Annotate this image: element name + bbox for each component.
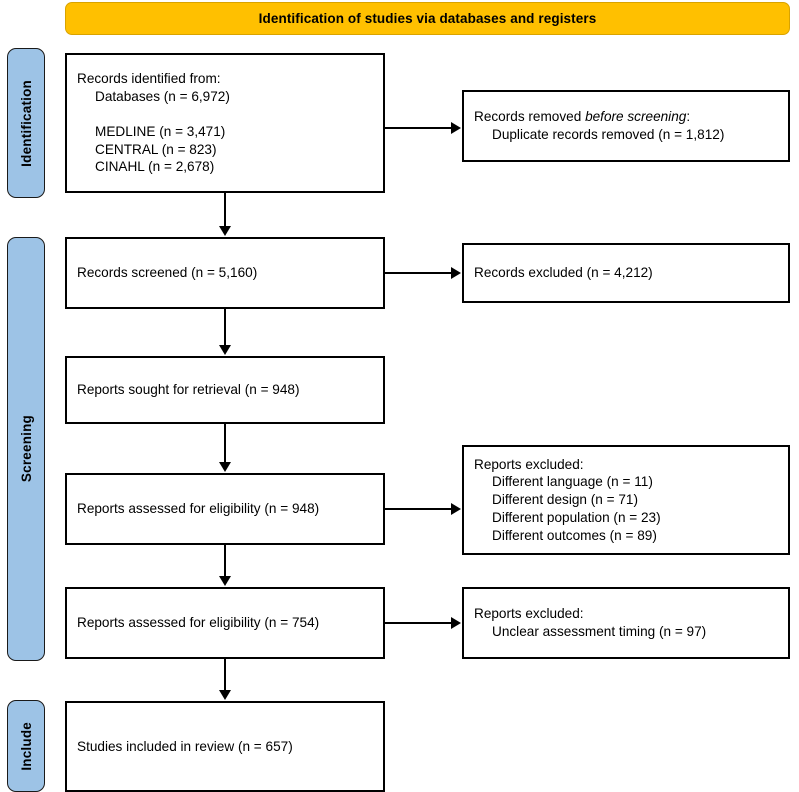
arrowhead-screened-to-sought — [219, 345, 231, 355]
box-records-identified-text: Records identified from: Databases (n = … — [77, 70, 230, 176]
arrowhead-screened-to-excluded — [451, 267, 461, 279]
box-records-removed: Records removed before screening: Duplic… — [462, 90, 790, 162]
arrowhead-assessed1-to-excluded1 — [451, 503, 461, 515]
connector-assessed2-to-included — [224, 659, 226, 691]
connector-identified-to-removed — [385, 127, 451, 129]
arrowhead-assessed2-to-excluded2 — [451, 617, 461, 629]
records-excluded-line1: Records excluded (n = 4,212) — [474, 265, 653, 281]
stage-bar-include: Include — [7, 700, 45, 792]
diagram-title: Identification of studies via databases … — [258, 11, 597, 26]
box-reports-excluded-2: Reports excluded: Unclear assessment tim… — [462, 587, 790, 659]
reports-assessed-1-line1: Reports assessed for eligibility (n = 94… — [77, 501, 320, 517]
connector-identified-to-screened — [224, 193, 226, 227]
reports-excluded-2-line1: Reports excluded: — [474, 606, 584, 622]
stage-label-screening: Screening — [18, 415, 34, 483]
box-records-removed-text: Records removed before screening: Duplic… — [474, 108, 724, 143]
arrowhead-assessed1-to-assessed2 — [219, 576, 231, 586]
records-removed-line1-post: : — [686, 109, 691, 125]
reports-excluded-2-line2: Unclear assessment timing (n = 97) — [492, 624, 707, 639]
connector-assessed1-to-excluded1 — [385, 508, 451, 510]
arrowhead-sought-to-assessed1 — [219, 462, 231, 472]
records-identified-line4: MEDLINE (n = 3,471) — [95, 124, 226, 139]
stage-bar-identification: Identification — [7, 48, 45, 198]
box-studies-included-text: Studies included in review (n = 657) — [77, 738, 293, 756]
records-identified-line2: Databases (n = 6,972) — [95, 88, 230, 104]
records-identified-line1: Records identified from: — [77, 70, 221, 86]
stage-label-include: Include — [18, 721, 34, 771]
box-reports-sought: Reports sought for retrieval (n = 948) — [65, 356, 385, 424]
box-records-excluded-text: Records excluded (n = 4,212) — [474, 264, 653, 282]
box-records-screened: Records screened (n = 5,160) — [65, 237, 385, 309]
arrowhead-identified-to-screened — [219, 226, 231, 236]
box-records-excluded: Records excluded (n = 4,212) — [462, 243, 790, 303]
reports-sought-line1: Reports sought for retrieval (n = 948) — [77, 382, 300, 398]
connector-screened-to-sought — [224, 309, 226, 346]
connector-assessed2-to-excluded2 — [385, 622, 451, 624]
box-reports-sought-text: Reports sought for retrieval (n = 948) — [77, 381, 300, 399]
box-reports-assessed-2-text: Reports assessed for eligibility (n = 75… — [77, 614, 319, 632]
records-screened-line1: Records screened (n = 5,160) — [77, 265, 258, 281]
box-records-screened-text: Records screened (n = 5,160) — [77, 264, 257, 282]
records-identified-line5: CENTRAL (n = 823) — [95, 141, 217, 157]
arrowhead-identified-to-removed — [451, 122, 461, 134]
reports-excluded-1-line2: Different language (n = 11) — [492, 474, 653, 490]
arrowhead-assessed2-to-included — [219, 690, 231, 700]
box-reports-excluded-1: Reports excluded: Different language (n … — [462, 445, 790, 555]
box-reports-excluded-2-text: Reports excluded: Unclear assessment tim… — [474, 605, 706, 640]
connector-screened-to-excluded — [385, 272, 451, 274]
reports-excluded-1-line3: Different design (n = 71) — [492, 492, 638, 508]
reports-assessed-2-line1: Reports assessed for eligibility (n = 75… — [77, 615, 320, 631]
box-reports-excluded-1-text: Reports excluded: Different language (n … — [474, 456, 661, 544]
records-removed-line1-italic: before screening — [585, 109, 687, 125]
records-removed-line2: Duplicate records removed (n = 1,812) — [492, 127, 725, 142]
records-removed-line1-pre: Records removed — [474, 109, 586, 125]
reports-excluded-1-line4: Different population (n = 23) — [492, 509, 661, 525]
box-reports-assessed-1-text: Reports assessed for eligibility (n = 94… — [77, 500, 319, 518]
stage-bar-screening: Screening — [7, 237, 45, 661]
connector-sought-to-assessed1 — [224, 424, 226, 463]
stage-label-identification: Identification — [18, 79, 34, 167]
reports-excluded-1-line5: Different outcomes (n = 89) — [492, 527, 657, 543]
studies-included-line1: Studies included in review (n = 657) — [77, 738, 293, 754]
connector-assessed1-to-assessed2 — [224, 545, 226, 577]
reports-excluded-1-line1: Reports excluded: — [474, 456, 584, 472]
records-identified-line6: CINAHL (n = 2,678) — [95, 159, 215, 175]
box-studies-included: Studies included in review (n = 657) — [65, 701, 385, 792]
box-records-identified: Records identified from: Databases (n = … — [65, 53, 385, 193]
diagram-header-banner: Identification of studies via databases … — [65, 2, 790, 35]
box-reports-assessed-1: Reports assessed for eligibility (n = 94… — [65, 473, 385, 545]
box-reports-assessed-2: Reports assessed for eligibility (n = 75… — [65, 587, 385, 659]
